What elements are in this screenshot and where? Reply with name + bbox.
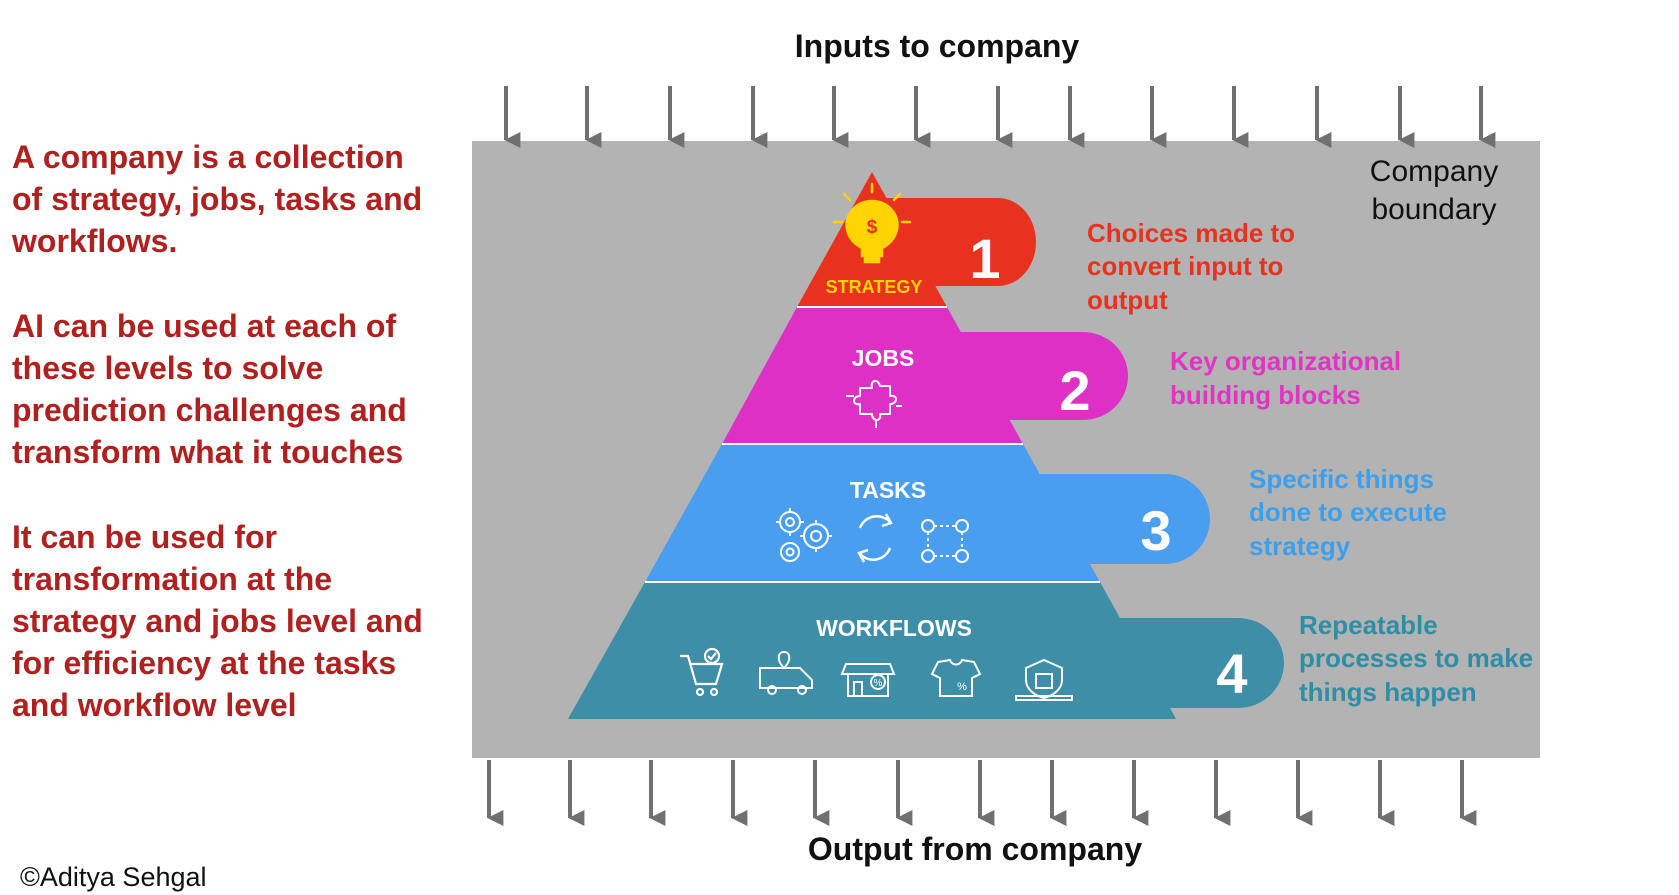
workflows-description-line-3: things happen (1299, 677, 1477, 707)
output-arrows (487, 760, 1477, 826)
intro-paragraph: A company is a collection of strategy, j… (12, 139, 423, 259)
tshirt-discount-icon: % (930, 658, 982, 697)
jobs-level (722, 307, 1023, 444)
workflows-label: WORKFLOWS (816, 615, 972, 641)
shopping-cart-icon (680, 647, 724, 697)
svg-text:%: % (957, 681, 967, 693)
tab-shape-2 (960, 332, 1128, 420)
level-number-3: 3 (1140, 499, 1171, 562)
input-arrows (504, 86, 1496, 148)
tasks-description-line-3: strategy (1249, 531, 1351, 561)
boundary-label-line-2: boundary (1371, 193, 1496, 226)
refresh-cycle-icon (857, 513, 893, 563)
level-number-4: 4 (1216, 642, 1247, 705)
tasks-label: TASKS (850, 477, 926, 503)
secure-store-icon (1015, 658, 1073, 701)
strategy-description: Choices made to convert input to output (1087, 218, 1295, 315)
tab-shape-4 (1120, 618, 1284, 708)
jobs-description-line-1: Key organizational (1170, 346, 1401, 376)
boundary-label-line-1: Company (1370, 155, 1498, 188)
workflows-description-line-1: Repeatable (1299, 610, 1438, 640)
svg-text:%: % (874, 678, 883, 689)
copyright-notice: ©Aditya Sehgal (20, 862, 207, 892)
puzzle-piece-icon (846, 380, 902, 428)
workflows-description-line-2: processes to make (1299, 643, 1533, 673)
level-number-2: 2 (1059, 359, 1090, 422)
tasks-description-line-2: done to execute (1249, 497, 1447, 527)
tasks-description-line-1: Specific things (1249, 464, 1434, 494)
gears-icon (776, 508, 832, 562)
delivery-van-icon (759, 650, 813, 695)
level-number-1: 1 (969, 227, 1000, 290)
strategy-description-line-3: output (1087, 285, 1168, 315)
inputs-label: Inputs to company (795, 28, 1080, 64)
jobs-description: Key organizational building blocks (1170, 346, 1401, 410)
workflows-level (568, 582, 1176, 719)
tasks-description: Specific things done to execute strategy (1249, 464, 1447, 561)
strategy-description-line-2: convert input to (1087, 251, 1283, 281)
tasks-level (645, 444, 1100, 582)
jobs-label: JOBS (852, 345, 915, 371)
tab-shape-3 (1040, 474, 1210, 564)
transformation-paragraph: It can be used for transformation at the… (12, 519, 423, 723)
strategy-description-line-1: Choices made to (1087, 218, 1295, 248)
storefront-discount-icon: % (840, 663, 896, 697)
workflows-description: Repeatable processes to make things happ… (1299, 610, 1533, 707)
strategy-label: STRATEGY (826, 277, 923, 297)
ai-levels-paragraph: AI can be used at each of these levels t… (12, 308, 407, 470)
lightbulb-dollar-icon: $ (832, 182, 912, 264)
jobs-description-line-2: building blocks (1170, 380, 1361, 410)
output-label: Output from company (808, 831, 1142, 867)
svg-text:$: $ (867, 217, 878, 238)
process-nodes-icon (921, 519, 969, 563)
